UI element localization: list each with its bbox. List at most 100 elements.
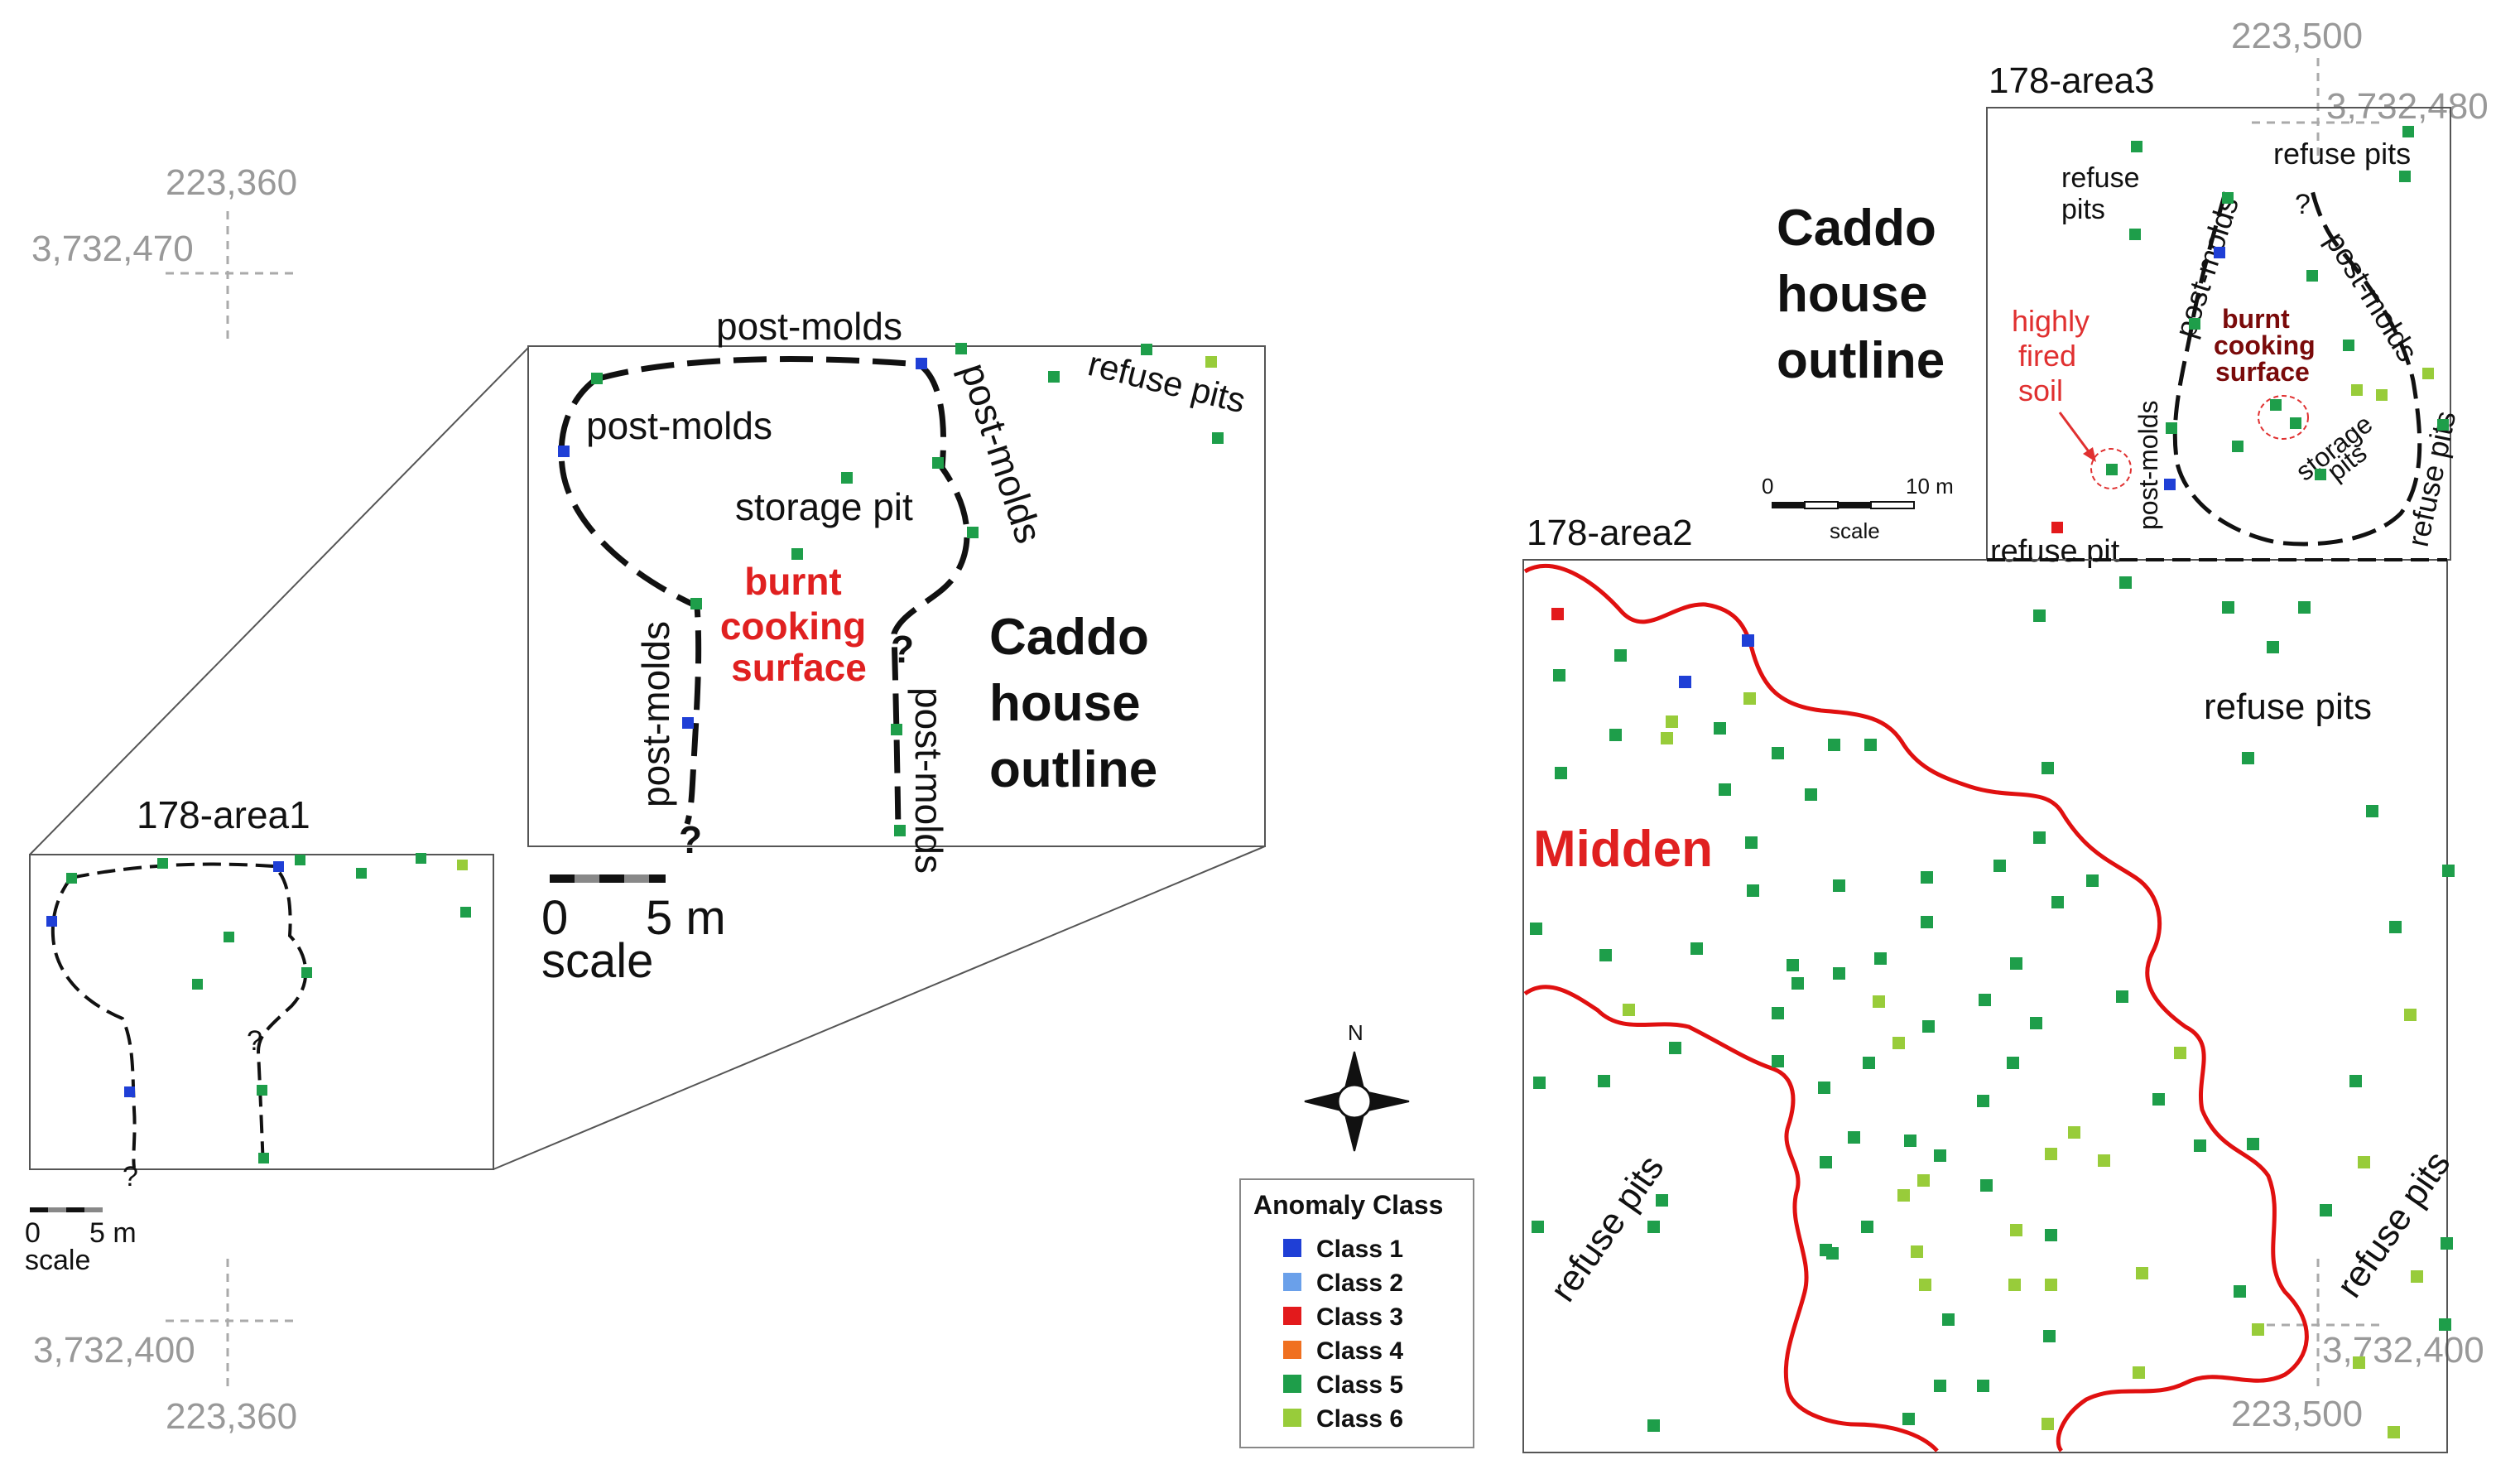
zoom-burnt-line2: cooking [720, 605, 866, 648]
zoom-scale-seg-1 [550, 874, 575, 883]
area3-scale-seg-1 [1772, 502, 1805, 508]
area2-anomaly-class6 [1917, 1174, 1930, 1187]
coord-bl-northing: 3,732,400 [33, 1330, 195, 1371]
zoom-scale-seg-2 [575, 874, 599, 883]
area3-refuse-left-1: refuse [2061, 162, 2140, 194]
area2-anomaly-class5 [1533, 1077, 1546, 1089]
area2-anomaly-class5 [1934, 1380, 1946, 1392]
area3-burnt-3: surface [2215, 357, 2310, 387]
area2-anomaly-class6 [1661, 732, 1673, 744]
area2-anomaly-class5 [2242, 752, 2254, 764]
area2-anomaly-class5 [2116, 990, 2128, 1003]
north-label: N [1348, 1020, 1363, 1045]
area2-anomaly-class5 [1934, 1149, 1946, 1162]
zoom-label-storage: storage pit [735, 485, 913, 528]
area2-anomaly-class6 [1743, 692, 1756, 705]
area3-scale-zero: 0 [1762, 474, 1773, 499]
area2-anomaly-class5 [1977, 1095, 1989, 1107]
area1-anomaly-class5 [301, 967, 312, 978]
area2-anomaly-class5 [1532, 1221, 1544, 1233]
area1-scale-value: 5 m [89, 1217, 137, 1249]
area2-anomaly-class5 [2349, 1075, 2362, 1087]
area3-highly-arrow [2058, 412, 2094, 458]
area2-anomaly-class5 [1979, 994, 1991, 1006]
area3-caddo-line3: outline [1777, 332, 1945, 389]
area3-scale-seg-4 [1870, 501, 1915, 509]
area2-anomaly-class6 [1892, 1037, 1905, 1049]
area2-anomaly-class5 [1848, 1131, 1860, 1144]
area3-burnt-1: burnt [2222, 304, 2290, 334]
area3-postmolds-lower: post-molds [2133, 401, 2163, 531]
coord-tl-easting: 223,360 [166, 162, 297, 203]
area1-anomalies [46, 853, 471, 1163]
coord-tr-easting: 223,500 [2231, 16, 2363, 56]
zoom-anomaly-class5 [1212, 432, 1224, 444]
area2-anomaly-class5 [1747, 884, 1759, 897]
area3-scale-seg-3 [1838, 502, 1871, 508]
legend: Anomaly Class Class 1 Class 2 Class 3 Cl… [1239, 1178, 1474, 1448]
area2-anomaly-class5 [1690, 942, 1703, 955]
area1-anomaly-class5 [192, 979, 203, 990]
area2-anomaly-class5 [2033, 831, 2046, 844]
area1-anomaly-class5 [257, 1085, 267, 1096]
area2-anomaly-class6 [2353, 1356, 2365, 1369]
area2-anomaly-class5 [2442, 865, 2455, 877]
zoom-anomaly-class5 [1048, 371, 1060, 383]
midden-label: Midden [1533, 821, 1713, 878]
area3-anomaly-class5 [2306, 270, 2318, 282]
area2-anomaly-class5 [2222, 601, 2234, 614]
area3-scale-label: scale [1830, 518, 1880, 543]
zoom-question-2: ? [679, 818, 702, 861]
area3-anomaly-class5 [2437, 419, 2449, 431]
area2-anomaly-class5 [1609, 729, 1622, 741]
area3-anomaly-class5 [2166, 422, 2177, 434]
area3-anomaly-class5 [2270, 399, 2282, 411]
area1-anomaly-class5 [460, 907, 471, 918]
legend-swatch-class5 [1283, 1375, 1301, 1393]
zoom-label-refuse: refuse pits [1084, 344, 1249, 420]
area3-highly-1: highly [2012, 304, 2090, 338]
zoom-anomaly-class5 [891, 724, 902, 735]
area2-anomaly-class5 [1993, 860, 2006, 872]
area2-anomaly-class6 [1911, 1245, 1923, 1258]
area3-refuse-top: refuse pits [2273, 137, 2411, 171]
zoom-scale-seg-3 [599, 874, 624, 883]
area1-scale-label: scale [25, 1245, 90, 1276]
zoom-caddo-line1: Caddo [989, 609, 1149, 666]
zoom-anomaly-class5 [791, 548, 803, 560]
zoom-anomaly-class5 [1141, 344, 1152, 355]
area2-anomaly-class6 [2358, 1156, 2370, 1168]
area2-anomaly-class5 [2119, 576, 2132, 589]
area2-anomaly-class5 [2439, 1318, 2451, 1331]
area3-anomaly-class5 [2399, 171, 2411, 182]
area2-anomaly-class5 [2010, 957, 2022, 970]
area2-anomaly-class5 [2007, 1057, 2019, 1069]
area2-anomaly-class6 [2045, 1148, 2057, 1160]
area2-anomaly-class6 [2174, 1047, 2186, 1059]
zoom-caddo-label: Caddo house outline [989, 609, 1157, 798]
legend-swatch-class4 [1283, 1341, 1301, 1359]
area1-anomaly-class1 [46, 916, 57, 927]
area2-anomaly-class5 [2298, 601, 2311, 614]
zoom-anomaly-class5 [955, 343, 967, 354]
area2-anomaly-class6 [1873, 995, 1885, 1008]
area2-anomaly-class5 [1553, 669, 1565, 682]
area2-anomaly-class5 [2389, 921, 2402, 933]
legend-label-class4: Class 4 [1316, 1337, 1403, 1365]
area1-anomaly-class1 [124, 1086, 135, 1097]
area1-question-2: ? [247, 1025, 262, 1057]
area2-anomaly-class3 [1551, 608, 1564, 620]
area3-refuse-bottom: refuse pit [1990, 534, 2120, 569]
area2-anomaly-class5 [2043, 1330, 2056, 1342]
area2-anomaly-class5 [1598, 1075, 1610, 1087]
zoom-connector-upper [29, 347, 529, 855]
north-arrow-icon: N [1304, 1020, 1410, 1152]
zoom-burnt-line1: burnt [744, 560, 842, 603]
area2-anomaly-class5 [1904, 1135, 1916, 1147]
coord-br-easting: 223,500 [2231, 1394, 2363, 1434]
zoom-label-postmolds-lowleft: post-molds [634, 621, 677, 807]
zoom-scale-value: 5 m [646, 891, 726, 945]
area3-anomaly-class5 [2131, 141, 2142, 152]
area1-anomaly-class5 [416, 853, 426, 864]
coordinate-labels: 223,360 3,732,470 3,732,400 223,360 223,… [31, 16, 2489, 1437]
